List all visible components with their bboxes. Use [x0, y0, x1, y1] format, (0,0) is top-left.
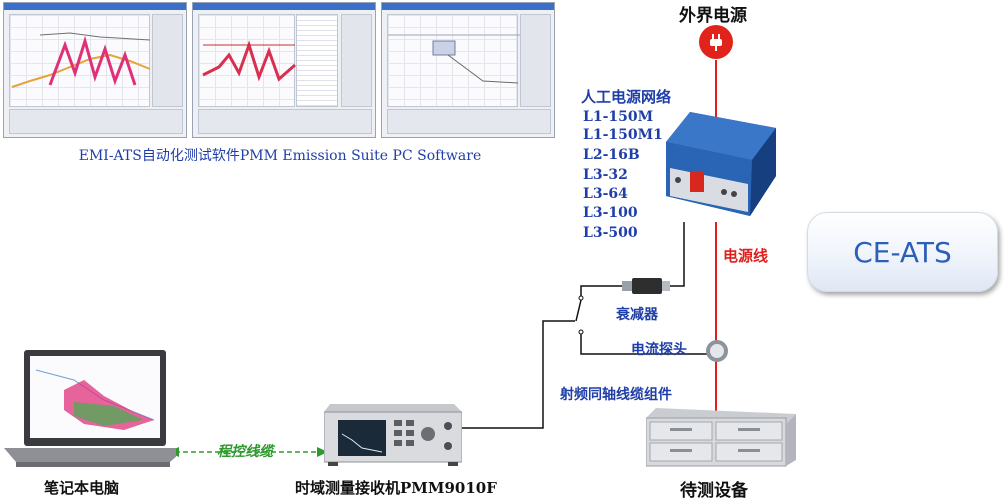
lisn-model-7: L3-500 — [583, 225, 638, 241]
eut-device — [646, 408, 796, 467]
switch-to-current-probe — [580, 334, 708, 355]
software-screenshot-3 — [381, 2, 555, 138]
lisn-to-attenuator — [668, 222, 685, 287]
software-caption: EMI-ATS自动化测试软件PMM Emission Suite PC Soft… — [78, 148, 482, 164]
ce-ats-badge: CE-ATS — [807, 212, 998, 292]
lisn-device — [666, 112, 776, 216]
external-power-label: 外界电源 — [679, 6, 747, 26]
eut-label: 待测设备 — [680, 481, 748, 501]
lisn-model-2: L1-150M1 — [583, 127, 663, 143]
lisn-model-6: L3-100 — [583, 205, 638, 221]
receiver-device — [324, 404, 462, 466]
data-table — [296, 14, 338, 107]
attenuator-device — [622, 278, 670, 294]
ce-ats-text: CE-ATS — [853, 235, 952, 269]
software-screenshot-2 — [192, 2, 376, 138]
lisn-title: 人工电源网络 — [581, 88, 672, 106]
attenuator-to-switch — [580, 285, 624, 298]
current-probe-device — [706, 340, 728, 362]
lisn-model-1: L1-150M — [583, 109, 654, 125]
laptop-device — [4, 350, 176, 467]
receiver-label: 时域测量接收机PMM9010F — [295, 479, 497, 497]
lisn-model-3: L2-16B — [583, 147, 640, 163]
rf-cable-to-receiver — [458, 320, 575, 429]
spectrum-plot-2 — [202, 40, 296, 82]
rf-cable-label: 射频同轴线缆组件 — [560, 387, 672, 403]
control-cable-label: 程控线缆 — [217, 444, 273, 460]
laptop-label: 笔记本电脑 — [44, 479, 120, 497]
current-probe-label: 电流探头 — [631, 342, 687, 358]
power-cable-label: 电源线 — [723, 247, 769, 265]
spectrum-plot-1 — [11, 32, 151, 88]
lisn-model-5: L3-64 — [583, 186, 628, 202]
power-plug-icon — [699, 25, 733, 59]
switch-arm — [575, 299, 582, 322]
software-screenshot-1 — [3, 2, 187, 138]
spectrum-plot-3 — [388, 34, 521, 84]
lisn-model-4: L3-32 — [583, 167, 628, 183]
attenuator-label: 衰减器 — [616, 307, 658, 323]
